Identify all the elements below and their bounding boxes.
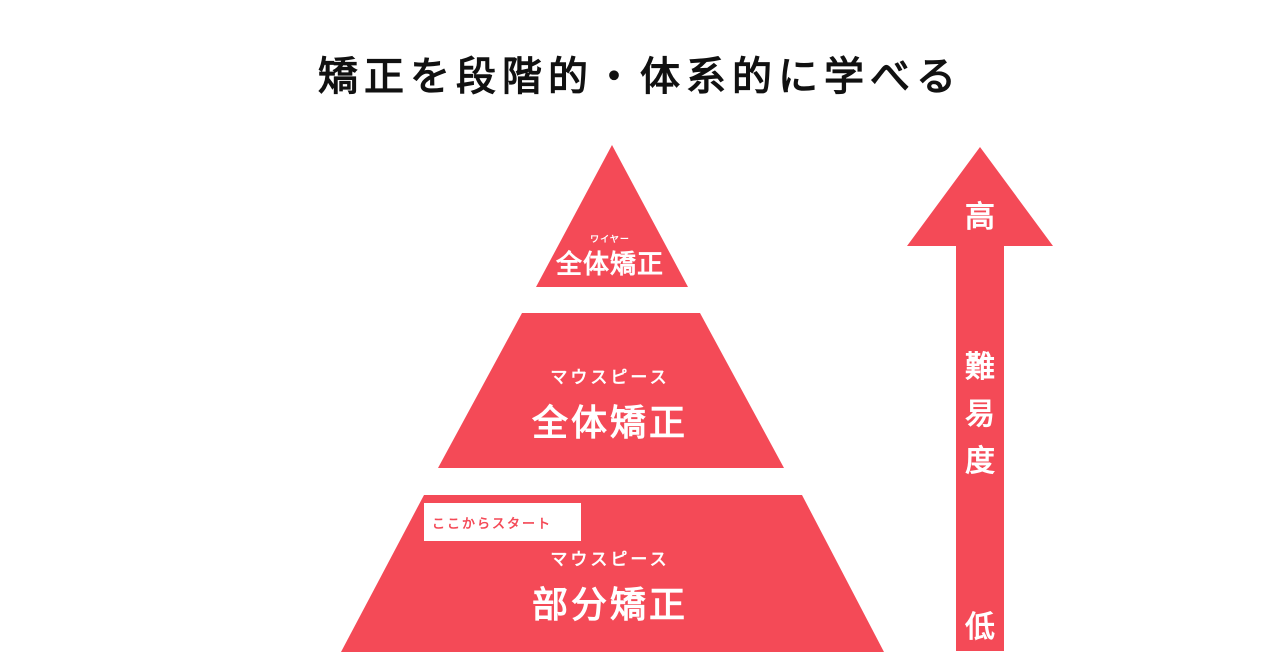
difficulty-arrow-icon — [907, 147, 1053, 651]
arrow-label-low: 低 — [965, 610, 995, 645]
arrow-label-char: 難 — [965, 350, 995, 385]
tier-top-label: 全体矯正 — [555, 250, 664, 280]
tier-bottom-ruby: マウスピース — [550, 550, 670, 570]
tier-middle-label: 全体矯正 — [531, 403, 688, 444]
arrow-label-high: 高 — [965, 200, 995, 235]
start-badge: ここからスタート — [424, 503, 581, 541]
tier-middle-ruby: マウスピース — [550, 368, 670, 388]
pyramid-tier-middle — [438, 313, 784, 468]
arrow-label-char: 度 — [965, 444, 995, 479]
tier-bottom-label: 部分矯正 — [531, 585, 688, 626]
page-title: 矯正を段階的・体系的に学べる — [318, 54, 962, 100]
tier-top-ruby: ワイヤー — [590, 235, 630, 245]
pyramid-tier-top — [536, 145, 688, 287]
arrow-label-difficulty: 難 易 度 — [950, 344, 1010, 485]
pyramid-tier-bottom — [341, 495, 884, 652]
arrow-label-char: 易 — [965, 397, 995, 432]
